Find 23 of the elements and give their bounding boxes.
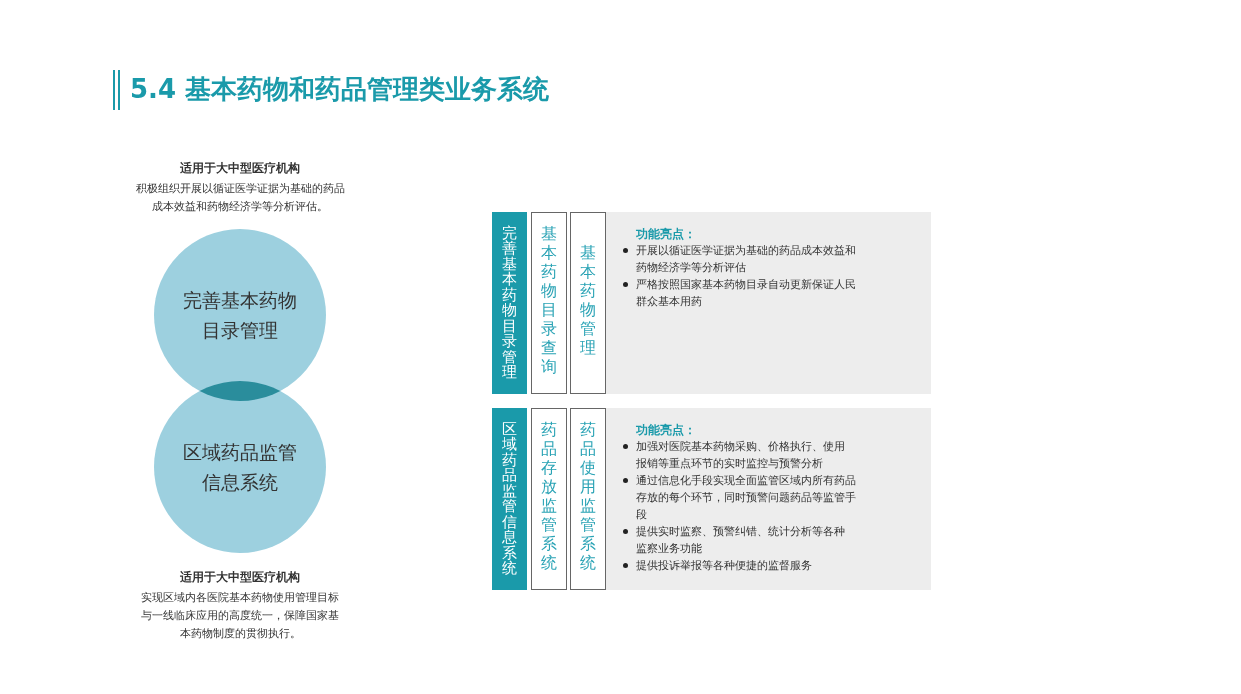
circle-label: 区域药品监管信息系统 — [182, 440, 298, 495]
bullet-text: 提供投诉举报等各种便捷的监督服务 — [636, 558, 813, 574]
feature-panel — [606, 212, 931, 394]
module-box: 基本药物管理 — [570, 212, 606, 394]
caption-text: 积极组织开展以循证医学证据为基础的药品成本效益和药物经济学等分析评估。 — [134, 181, 346, 215]
caption-text: 实现区域内各医院基本药物使用管理目标与一线临床应用的高度统一，保障国家基本药物制度的贯彻执行。 — [140, 590, 340, 642]
category-box: 完善基本药物目录管理 — [492, 212, 527, 394]
title: 5.4 基本药物和药品管理类业务系统 — [130, 73, 550, 106]
bullet-text: 通过信息化手段实现全面监管区域内所有药品存放的每个环节，同时预警问题药品等监管手段 — [636, 473, 857, 523]
module-box: 药品使用监管系统 — [570, 408, 606, 590]
bullet-text: 开展以循证医学证据为基础的药品成本效益和药物经济学等分析评估 — [636, 243, 857, 276]
bullet-text: 加强对医院基本药物采购、价格执行、使用报销等重点环节的实时监控与预警分析 — [636, 439, 846, 472]
panel-heading: 功能亮点： — [636, 422, 696, 439]
category-box: 区域药品监管信息系统 — [492, 408, 527, 590]
bullet-text: 提供实时监察、预警纠错、统计分析等各种监察业务功能 — [636, 524, 846, 557]
caption-heading: 适用于大中型医疗机构 — [179, 569, 301, 586]
caption-heading: 适用于大中型医疗机构 — [179, 160, 301, 177]
bullet-text: 严格按照国家基本药物目录自动更新保证人民群众基本用药 — [636, 277, 857, 310]
module-box: 基本药物目录查询 — [531, 212, 567, 394]
panel-heading: 功能亮点： — [636, 226, 696, 243]
circle-label: 完善基本药物目录管理 — [182, 288, 298, 343]
module-box: 药品存放监管系统 — [531, 408, 567, 590]
feature-panel — [606, 408, 931, 590]
